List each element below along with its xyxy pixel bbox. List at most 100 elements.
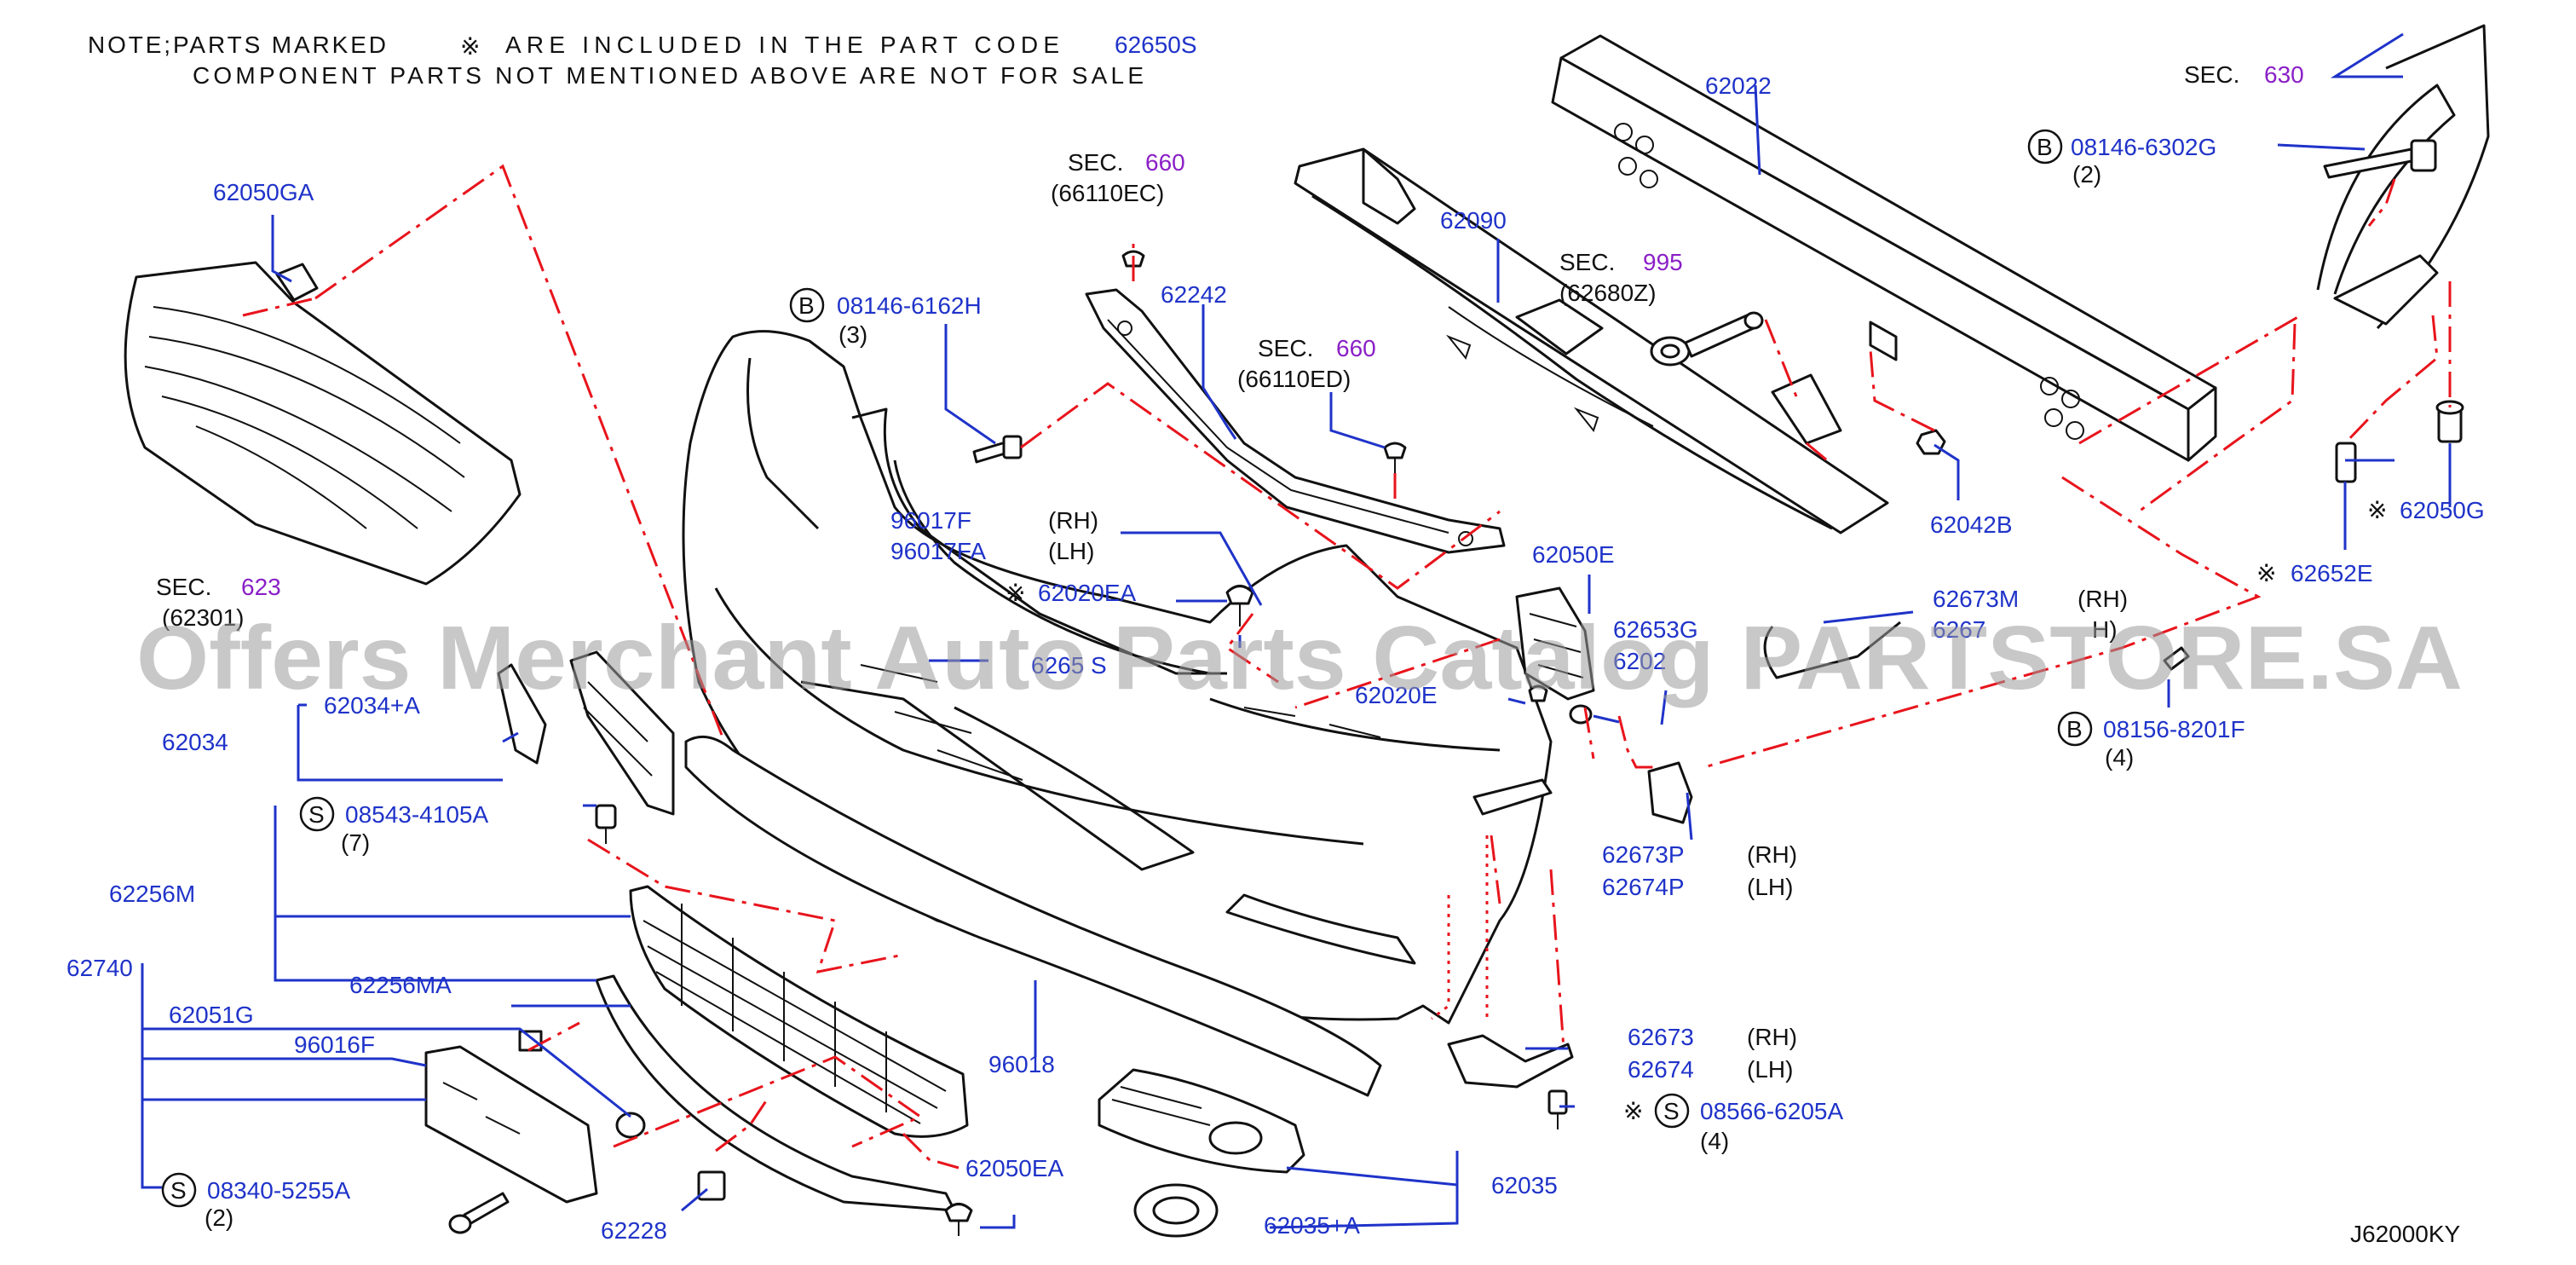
part-62674M: 6267 [1933,616,1985,643]
part-08566-6205A: 08566-6205A [1700,1098,1843,1124]
screw-08566-6205A [1547,1089,1568,1129]
screw-badge-s [161,1172,197,1208]
grille-623 [124,261,522,586]
clip-62051G [615,1112,646,1139]
part-62050G: 62050G [2400,497,2485,523]
rh-label: (RH) [1048,507,1098,534]
part-62050E: 62050E [1532,541,1615,568]
reinforcement-beam-62022 [1551,34,2217,462]
sec-660-a: 660 [1145,149,1185,176]
qty-08146-6162H: (3) [838,321,867,348]
clip-66110ED [1383,442,1407,473]
bolt-08156-8201F [2163,646,2190,671]
leader-lines [141,32,2452,1229]
note-line2: COMPONENT PARTS NOT MENTIONED ABOVE ARE … [193,62,1144,89]
part-08146-6162H: 08146-6162H [837,292,982,319]
sec-995: 995 [1643,249,1683,275]
part-62034-A: 62034+A [324,692,420,719]
screw-08543-4105A [595,804,617,844]
part-62256MA: 62256MA [349,972,452,998]
bracket-62673P [1647,761,1693,824]
rh-label: (RH) [1747,1024,1797,1050]
part-96017FA: 96017FA [890,538,986,564]
part-62740: 62740 [66,955,133,981]
badge-b-label: B [798,292,815,319]
tow-hook-62680Z [1650,311,1764,367]
part-96018: 96018 [988,1051,1055,1077]
seal-62653G [1763,621,1901,679]
lower-strip-62256MA [595,974,956,1212]
note-mark: ※ [1623,1098,1643,1124]
part-62242: 62242 [1161,281,1227,308]
watermark: Offers Merchant Auto Parts Catalog PARTS… [136,608,2463,708]
clip-62652E [2335,442,2357,483]
badges [161,129,2093,1208]
clip-62228 [697,1170,726,1201]
clip-62050EA [944,1203,973,1236]
part-62020: 6202 [1613,648,1666,674]
part-62051G: 62051G [169,1002,254,1028]
part-62050GA: 62050GA [213,179,314,205]
qty-08156-8201F: (4) [2105,744,2134,771]
sec-label: SEC. [2184,61,2239,88]
part-62673: 62673 [1628,1024,1694,1050]
part-96016F: 96016F [294,1031,375,1058]
bolt-badge-b [2027,129,2063,165]
part-62020EA: 62020EA [1038,580,1137,606]
note-line1-rest: ARE INCLUDED IN THE PART CODE [505,32,1059,58]
note-mark: ※ [2256,560,2276,586]
clip-62020E [1528,684,1548,702]
clip-62050G [2435,400,2464,443]
stay-62673 [1447,1034,1574,1089]
phantom-lines [242,164,2452,1170]
part-62674P: 62674P [1602,874,1685,900]
qty-08543-4105A: (7) [341,829,370,856]
note-part-code: 62650S [1115,32,1197,58]
part-62228: 62228 [601,1217,667,1244]
part-62034: 62034 [162,729,228,755]
bolt-08340-5255A [448,1192,510,1234]
part-62020E: 62020E [1355,682,1438,708]
part-62652E: 62652E [2291,560,2373,586]
part-62022: 62022 [1705,72,1772,99]
license-bracket-62740 [424,1030,598,1204]
lh-label: (LH) [1747,874,1793,900]
lower-grille-62256M [629,885,969,1138]
strip-62020E [1472,778,1553,816]
sec-660-a-sub: (66110EC) [1051,180,1164,206]
part-labels: 62050GA 62022 62090 B 08146-6302G (2) B … [66,72,2485,1244]
sec-label: SEC. [1068,149,1123,176]
sec-660-b: 660 [1336,335,1376,361]
sec-630: 630 [2264,61,2304,88]
note-line1: NOTE;PARTS MARKED [88,32,386,58]
part-62673M: 62673M [1933,586,2019,612]
bolt-08146-6302G [2323,139,2437,179]
part-62674: 62674 [1628,1056,1694,1083]
lh-label: (LH) [1747,1056,1793,1083]
rh-label: (RH) [1747,841,1797,868]
note-mark: ※ [1006,580,1025,606]
part-08146-6302G: 08146-6302G [2071,134,2216,160]
fog-bezel-62035A [1133,1183,1219,1238]
qty-08146-6302G: (2) [2072,161,2101,188]
sec-623: 623 [241,574,281,600]
badge-b-label: B [2066,716,2083,742]
screw-badge-s [299,796,335,832]
fender-630 [2316,24,2490,330]
screw-badge-s [1654,1093,1690,1129]
bolt-badge-b [789,287,825,323]
badge-s-label: S [308,801,325,828]
fog-bezel-62035 [1098,1068,1305,1174]
sec-623-sub: (62301) [162,604,245,631]
part-62653G: 62653G [1613,616,1698,643]
energy-absorber-62090 [1294,147,1889,534]
bracket-62242 [1085,288,1506,554]
note-mark: ※ [2367,497,2387,523]
part-62035-A: 62035+A [1264,1212,1360,1239]
part-62256M: 62256M [109,881,195,907]
part-96017F: 96017F [890,507,971,534]
part-62090: 62090 [1440,207,1507,234]
diagram-code: J62000KY [2350,1221,2461,1247]
clip-bracket-62050E [1515,586,1595,701]
sec-label: SEC. [1258,335,1313,361]
